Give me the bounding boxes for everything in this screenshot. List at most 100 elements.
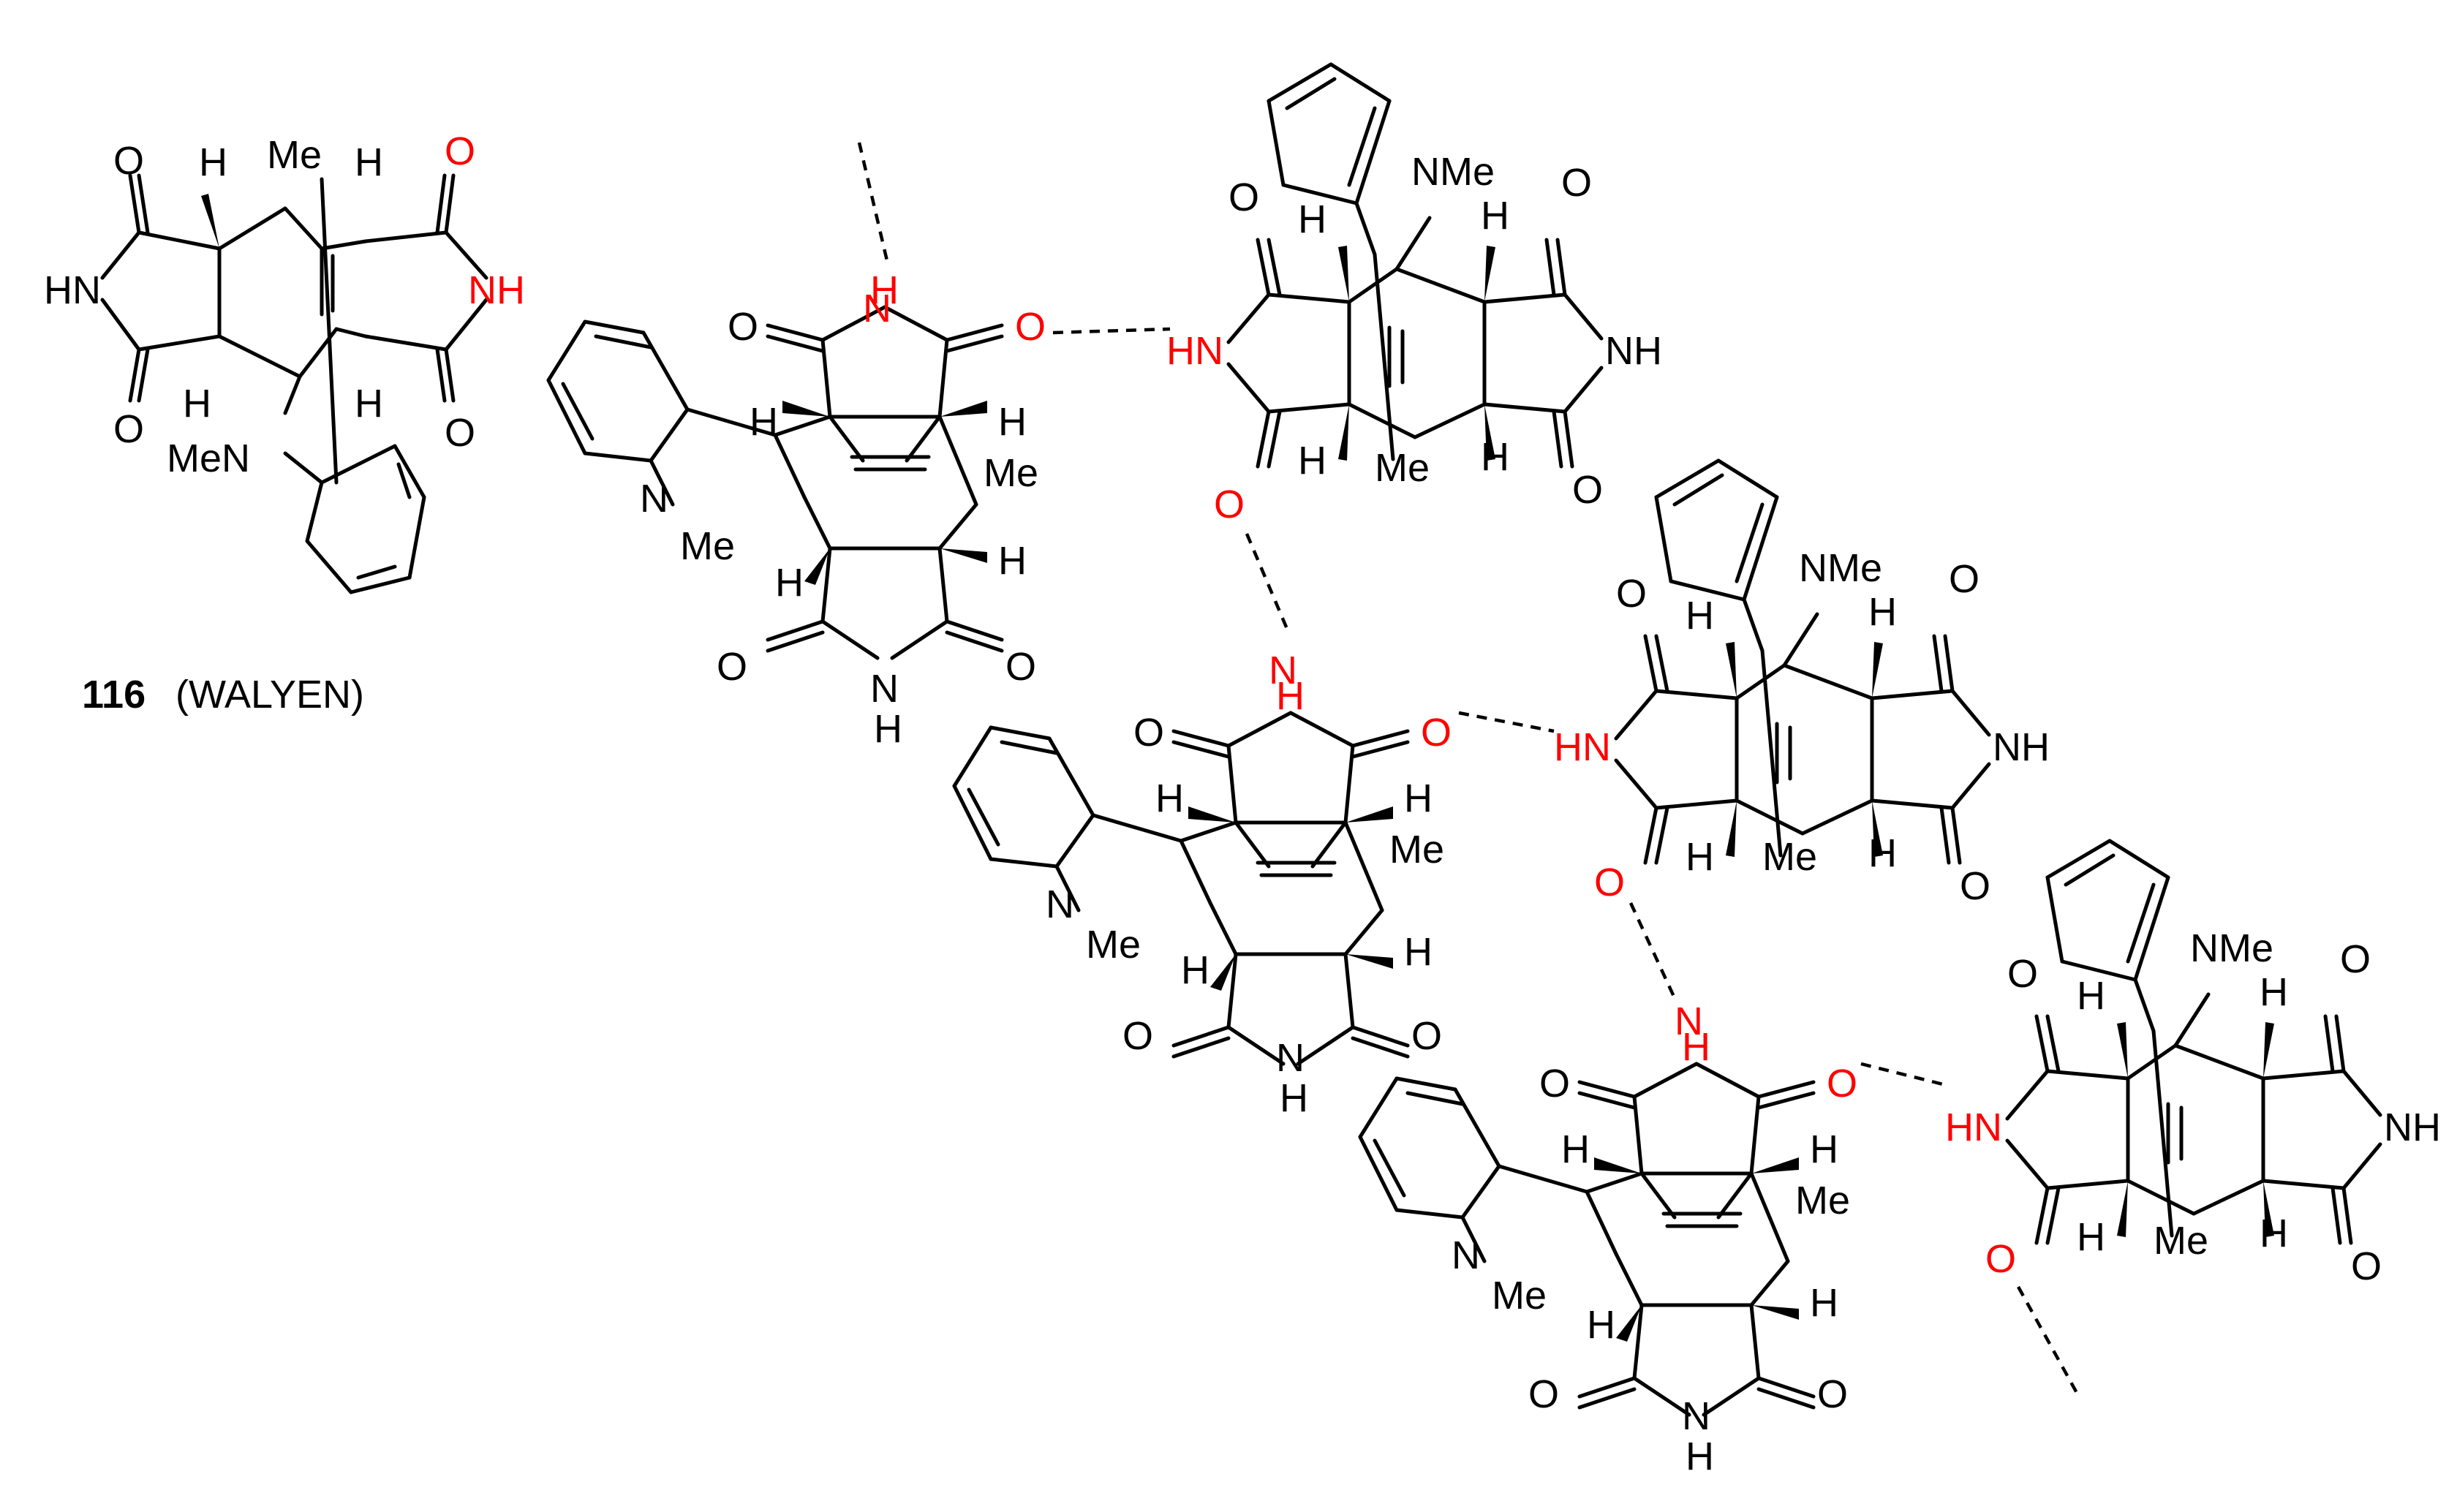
label-n-a1-indoline: N: [640, 477, 668, 521]
h-bond-a2-b2: [1458, 711, 1555, 733]
label-h-a2-3: H: [1181, 948, 1209, 992]
label-o-a2-right: O: [1421, 711, 1452, 755]
label-hn-b1: HN: [1166, 329, 1223, 373]
label-o-116-bottomleft: O: [113, 407, 144, 451]
label-h-b1-2: H: [1298, 439, 1326, 483]
label-h-a2-bottom: H: [1280, 1076, 1308, 1120]
molecule-b3: HN O O H H Me NMe H H O NH O: [1945, 841, 2441, 1288]
label-o-a2-bl: O: [1122, 1014, 1153, 1058]
label-h-b3-1: H: [2077, 974, 2105, 1018]
molecule-b1: HN O O H H Me NMe H H O NH O: [1166, 64, 1662, 526]
compound-number: 116: [82, 673, 146, 717]
label-o-b1-br: O: [1572, 468, 1603, 512]
label-nme-b1: NMe: [1411, 150, 1495, 194]
molecule-116: O HN O H Me H O NH O H H MeN: [44, 129, 525, 594]
label-n-a2-indoline: N: [1046, 882, 1074, 926]
label-h-b2-1: H: [1686, 594, 1714, 638]
label-h-116-4: H: [355, 382, 383, 426]
label-h-a1-4: H: [998, 539, 1027, 583]
label-h-b3-3: H: [2260, 970, 2288, 1014]
label-h-a2-top: H: [1276, 674, 1305, 718]
molecule-b2: HN O O H H Me NMe H H O NH O: [1554, 461, 2050, 908]
h-bond-b1-a2: [1245, 533, 1289, 630]
label-o-b3-br: O: [2351, 1244, 2382, 1288]
h-bond-bottom-terminal: [2017, 1285, 2078, 1394]
label-h-a1-bottom: H: [874, 707, 902, 751]
label-nh-b3: NH: [2384, 1105, 2441, 1149]
label-me-a2-indoline: Me: [1086, 923, 1141, 967]
molecule-a1: H N O O H H Me N Me H H O O N H: [548, 268, 1046, 751]
label-n-a2-bottom: N: [1276, 1036, 1305, 1080]
label-o-a2-left: O: [1133, 711, 1164, 755]
label-h-a1-top: H: [870, 268, 899, 312]
label-me-b3: Me: [2154, 1219, 2208, 1263]
label-h-a1-2: H: [998, 400, 1027, 444]
label-h-a3-top: H: [1682, 1025, 1710, 1069]
label-o-116-topleft: O: [113, 139, 144, 183]
label-n-a2: N: [1269, 649, 1297, 692]
label-nh-b1: NH: [1605, 329, 1662, 373]
label-me-a3-indoline: Me: [1492, 1274, 1547, 1318]
label-o-a3-bl: O: [1528, 1372, 1559, 1416]
label-o-a1-br: O: [1005, 645, 1036, 689]
molecule-a2: H N O O H H Me N Me H H O O N H: [954, 649, 1452, 1120]
label-h-b1-4: H: [1481, 435, 1509, 479]
label-o-b1-bl: O: [1214, 483, 1245, 526]
label-o-a3-left: O: [1539, 1062, 1570, 1105]
label-h-b3-2: H: [2077, 1215, 2105, 1259]
label-o-b2-tl: O: [1616, 572, 1647, 616]
label-h-a3-1: H: [1561, 1127, 1590, 1171]
label-h-a3-4: H: [1810, 1281, 1838, 1325]
label-o-a3-br: O: [1817, 1372, 1848, 1416]
label-o-b3-bl: O: [1985, 1237, 2016, 1281]
label-o-b2-bl: O: [1594, 861, 1625, 904]
label-h-b3-4: H: [2260, 1212, 2288, 1255]
label-o-b2-tr: O: [1949, 557, 1979, 601]
label-h-b1-1: H: [1298, 197, 1326, 241]
label-o-a1-right: O: [1015, 305, 1046, 349]
compound-code: (WALYEN): [176, 673, 364, 717]
label-me-a2: Me: [1389, 828, 1444, 872]
label-h-116-1: H: [199, 140, 227, 184]
molecule-a3: H N O O H H Me N Me H H O O N H: [1360, 999, 1857, 1478]
label-h-b2-2: H: [1686, 835, 1714, 879]
label-n-a3-bottom: N: [1682, 1394, 1710, 1438]
label-o-116-topright: O: [445, 129, 475, 173]
h-bond-a1-b1: [1052, 327, 1171, 335]
label-h-a1-1: H: [750, 400, 778, 444]
label-hn-b2: HN: [1554, 725, 1611, 769]
label-me-b2: Me: [1762, 835, 1817, 879]
label-h-a3-bottom: H: [1686, 1434, 1714, 1478]
label-h-a1-3: H: [775, 561, 804, 605]
label-n-a1: N: [863, 287, 891, 330]
label-nme-b2: NMe: [1799, 546, 1882, 590]
label-h-a2-4: H: [1404, 930, 1433, 974]
label-o-b1-tl: O: [1228, 175, 1259, 219]
label-n-a3-indoline: N: [1452, 1233, 1480, 1277]
label-me-a3: Me: [1795, 1179, 1850, 1222]
label-o-a1-bl: O: [717, 645, 747, 689]
label-me-116: Me: [267, 133, 322, 177]
h-bond-b2-a3: [1628, 902, 1677, 999]
label-me-a1-indoline: Me: [680, 524, 735, 568]
label-o-b3-tr: O: [2340, 937, 2371, 981]
label-nme-b3: NMe: [2190, 926, 2273, 970]
label-h-116-2: H: [355, 140, 383, 184]
label-me-a1: Me: [984, 451, 1038, 495]
label-h-116-3: H: [183, 382, 211, 426]
label-h-a2-2: H: [1404, 776, 1433, 820]
label-o-b3-tl: O: [2007, 952, 2038, 996]
label-me-b1: Me: [1375, 446, 1430, 490]
label-o-a3-right: O: [1827, 1062, 1857, 1105]
hydrogen-bonds: [857, 142, 2078, 1394]
label-h-a2-1: H: [1155, 776, 1184, 820]
label-hn-116: HN: [44, 268, 101, 312]
label-nh-b2: NH: [1993, 725, 2050, 769]
label-h-a3-3: H: [1587, 1303, 1615, 1347]
label-h-b1-3: H: [1481, 194, 1509, 238]
label-o-116-bottomright: O: [445, 411, 475, 455]
label-hn-b3: HN: [1945, 1105, 2002, 1149]
label-o-b2-br: O: [1960, 864, 1990, 908]
label-o-b1-tr: O: [1561, 161, 1592, 205]
